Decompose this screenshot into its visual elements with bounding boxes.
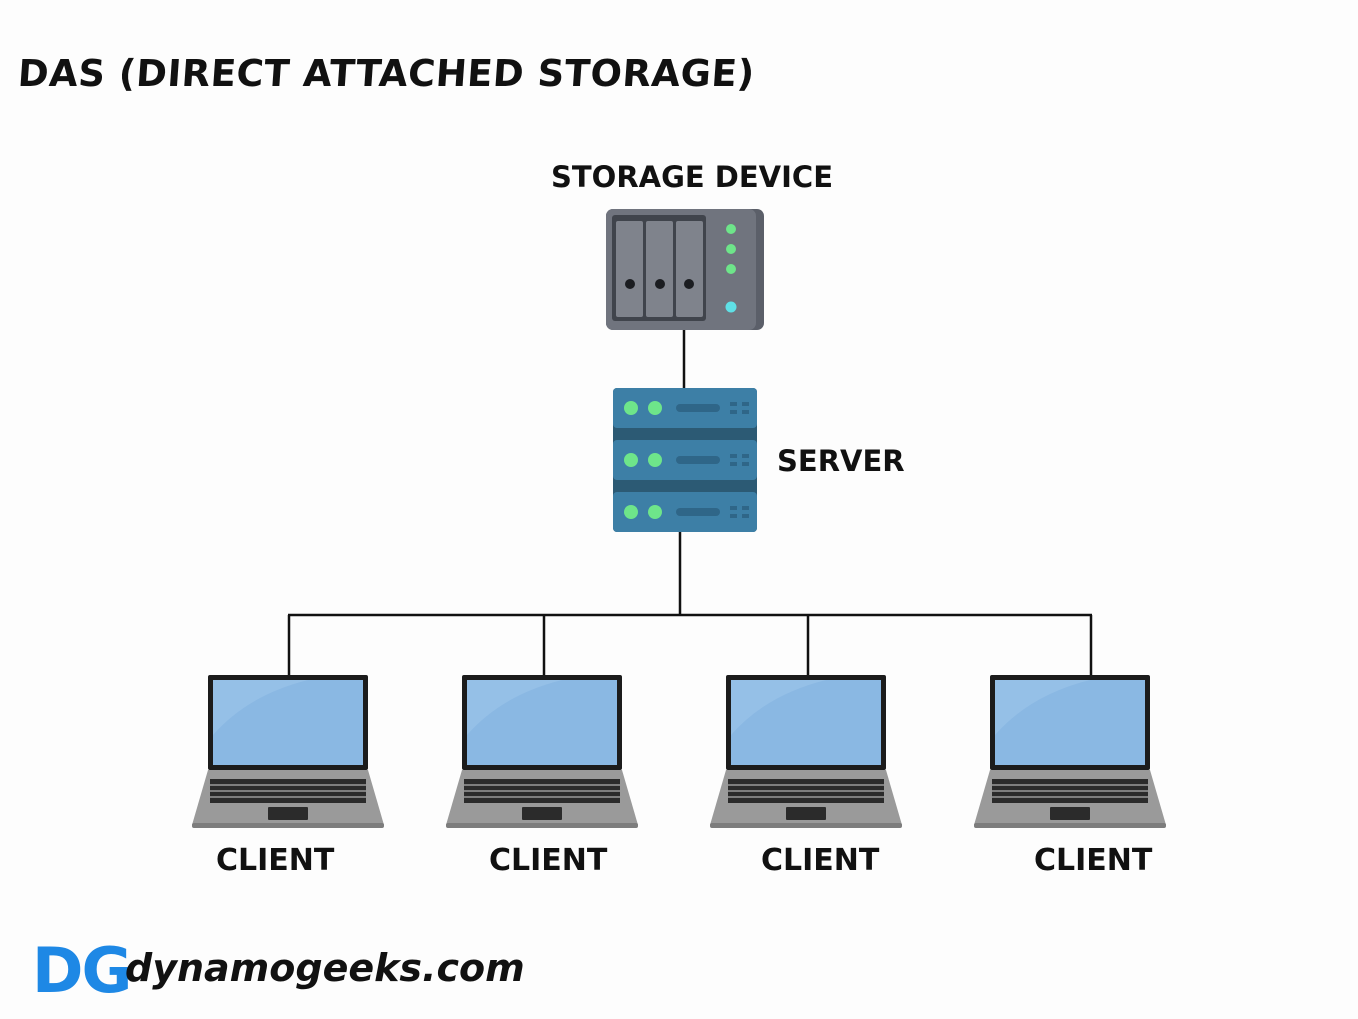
client-label-3: CLIENT <box>761 843 880 878</box>
client-label-4: CLIENT <box>1034 843 1153 878</box>
client-label-1: CLIENT <box>216 843 335 878</box>
server-label: SERVER <box>777 444 905 478</box>
laptop-icon-client-3 <box>709 674 903 829</box>
storage-device-label: STORAGE DEVICE <box>551 160 834 194</box>
storage-device-icon <box>606 209 764 330</box>
server-rack-icon <box>613 388 757 532</box>
laptop-icon-client-4 <box>973 674 1167 829</box>
client-label-2: CLIENT <box>489 843 608 878</box>
brand-site-name: dynamogeeks.com <box>125 946 525 990</box>
brand-logo-mark: DG <box>32 934 132 1007</box>
laptop-icon-client-2 <box>445 674 639 829</box>
laptop-icon-client-1 <box>191 674 385 829</box>
